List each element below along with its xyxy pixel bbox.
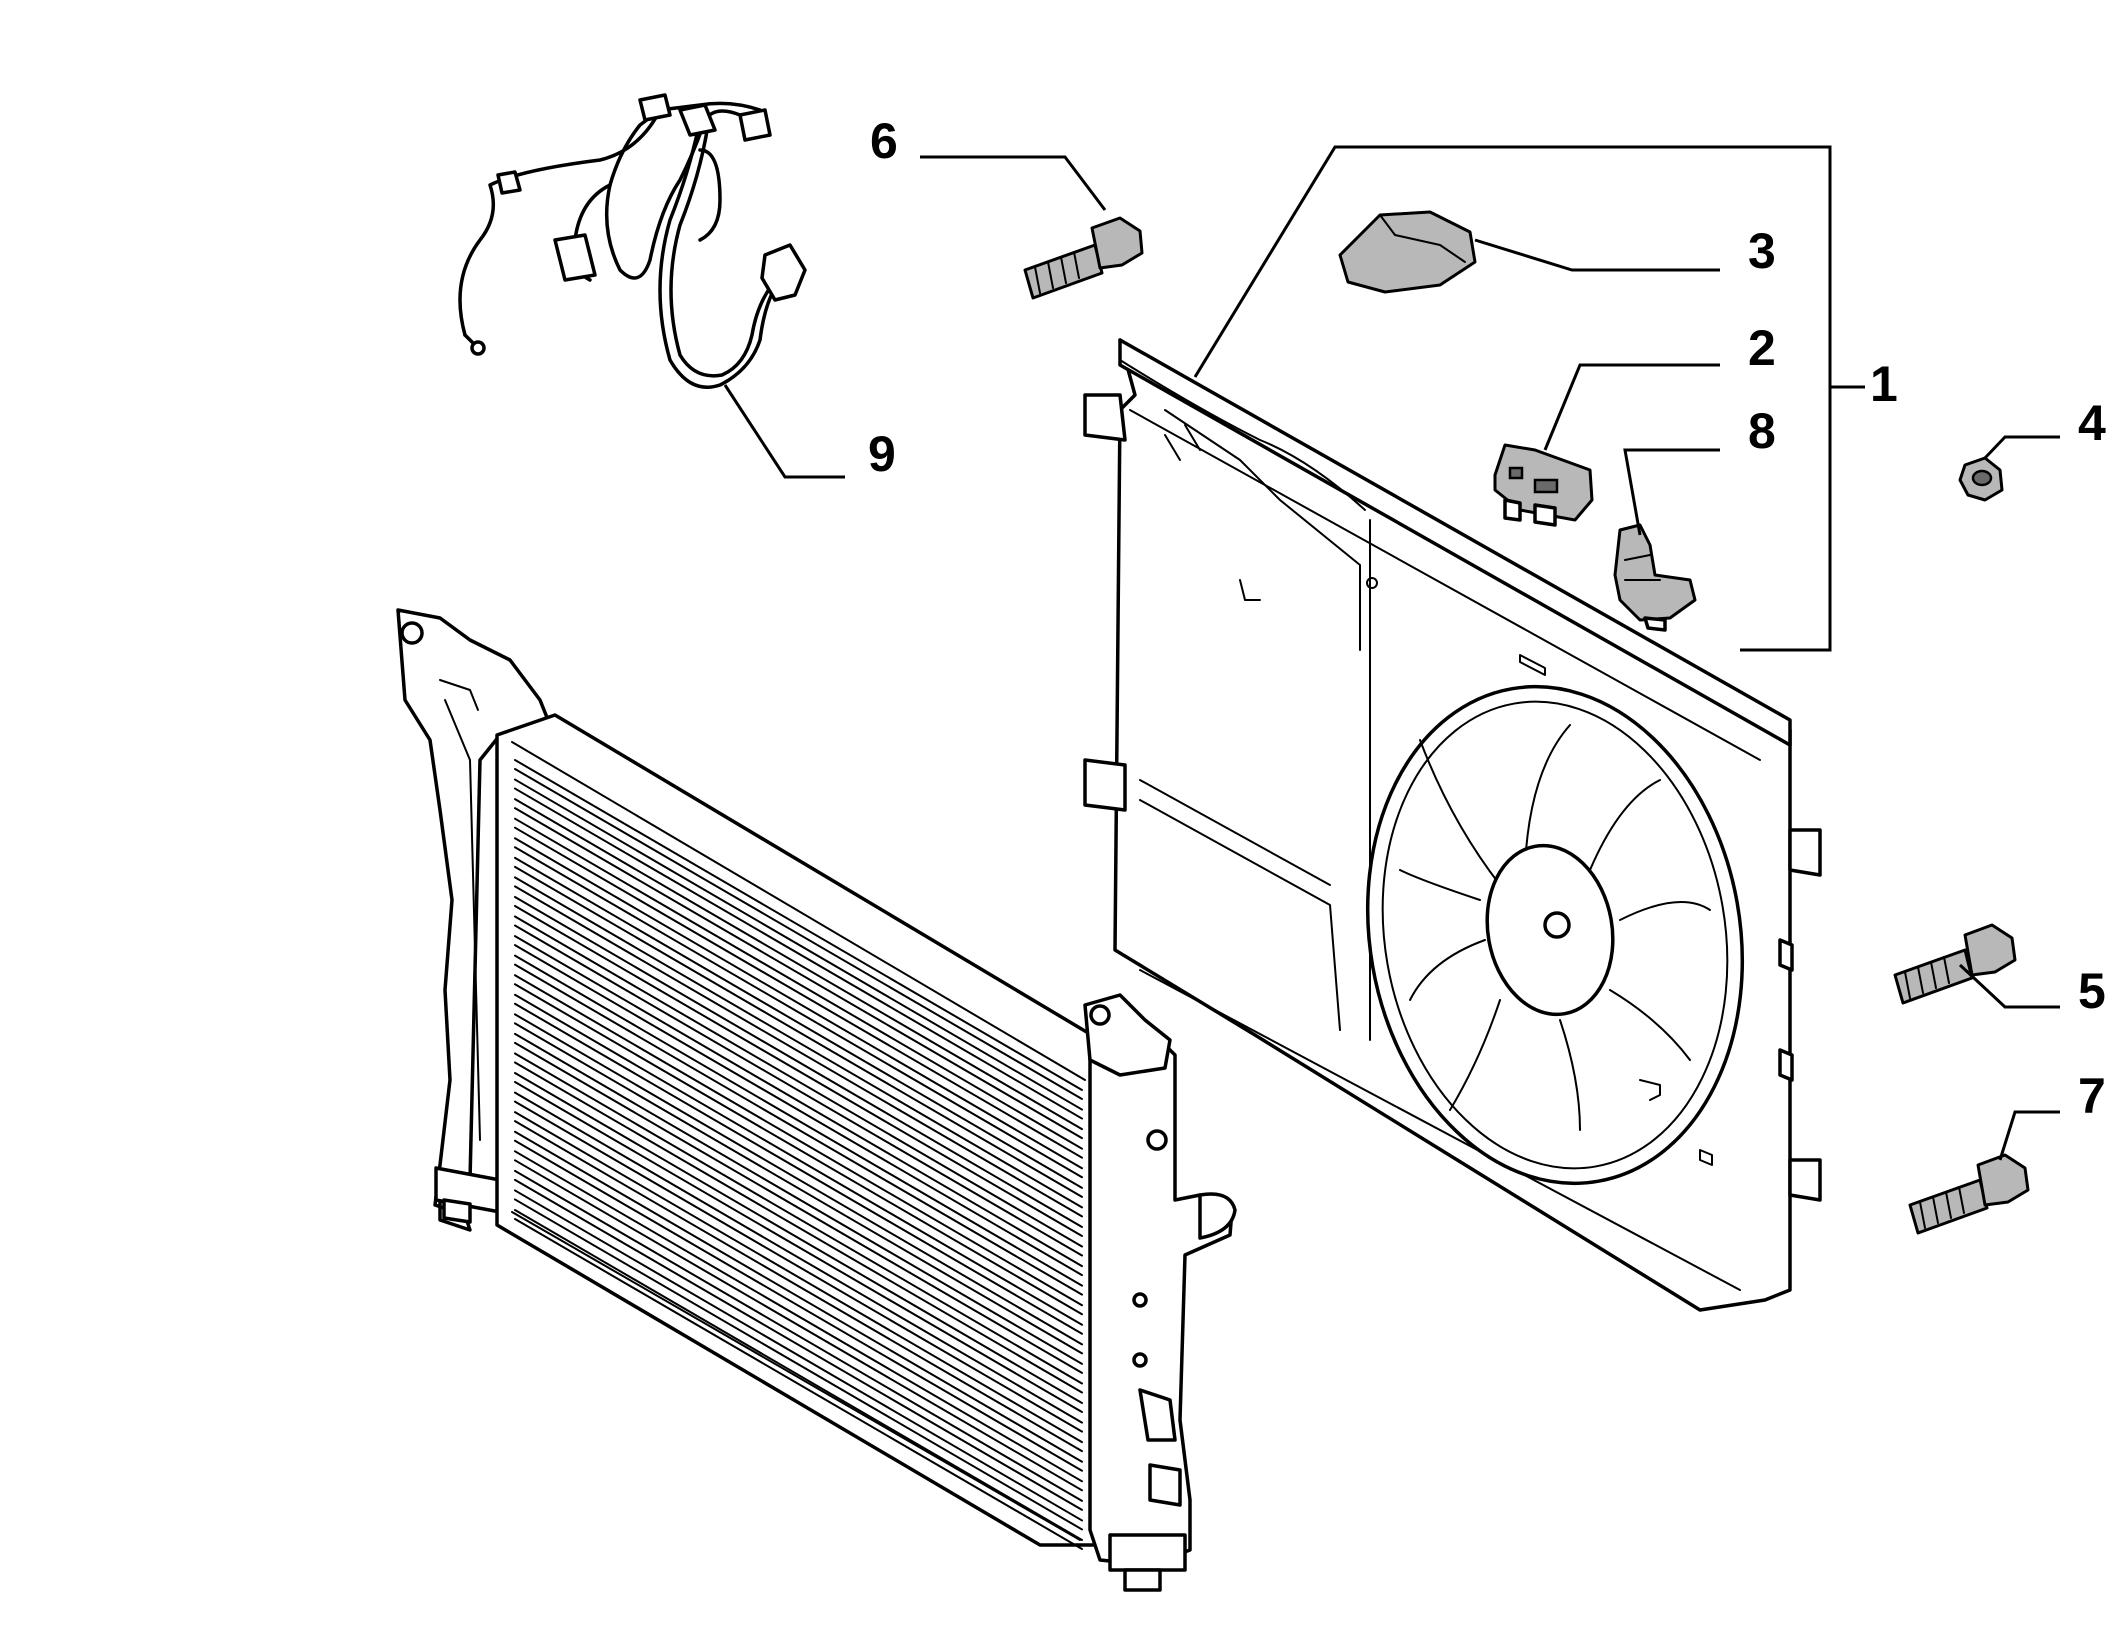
callout-6: 6 bbox=[870, 113, 898, 169]
nut bbox=[1958, 456, 2004, 502]
fan-shroud-assembly bbox=[1083, 338, 1822, 1312]
callout-2: 2 bbox=[1748, 320, 1776, 376]
fin bbox=[514, 1013, 1083, 1355]
fin bbox=[514, 1111, 1083, 1453]
fin bbox=[514, 1130, 1083, 1472]
fin bbox=[514, 837, 1083, 1179]
leader-lines bbox=[723, 145, 2060, 1161]
fin bbox=[514, 1189, 1083, 1531]
fin bbox=[514, 876, 1083, 1218]
callout-4: 4 bbox=[2078, 395, 2106, 451]
fin bbox=[514, 895, 1083, 1237]
radiator-fins bbox=[514, 759, 1083, 1550]
leader-1 bbox=[1193, 145, 1832, 652]
radiator bbox=[396, 608, 1237, 1592]
leader-3 bbox=[1474, 238, 1720, 272]
callout-5: 5 bbox=[2078, 963, 2106, 1019]
fin bbox=[514, 1032, 1083, 1374]
leader-9 bbox=[723, 384, 845, 479]
callout-7: 7 bbox=[2078, 1068, 2106, 1124]
fin bbox=[514, 798, 1083, 1140]
fin bbox=[514, 817, 1083, 1159]
fin bbox=[514, 954, 1083, 1296]
fin bbox=[514, 974, 1083, 1316]
fan-blades bbox=[1399, 724, 1711, 1131]
fin bbox=[514, 915, 1083, 1257]
resistor-module bbox=[1493, 443, 1594, 527]
leader-4 bbox=[1983, 435, 2060, 460]
bolt-6 bbox=[1023, 216, 1144, 300]
leader-5 bbox=[1958, 963, 2060, 1009]
fin bbox=[514, 1052, 1083, 1394]
clip bbox=[1613, 523, 1697, 632]
callout-3: 3 bbox=[1748, 223, 1776, 279]
fin bbox=[514, 1209, 1083, 1550]
callout-8: 8 bbox=[1748, 403, 1776, 459]
fin bbox=[514, 778, 1083, 1120]
bolt-7 bbox=[1908, 1153, 2030, 1235]
wiring-harness bbox=[458, 93, 807, 389]
fin bbox=[514, 1150, 1083, 1492]
fin bbox=[514, 759, 1083, 1100]
callout-labels: 1 2 3 4 5 6 7 8 9 bbox=[868, 113, 2106, 1124]
fin bbox=[514, 1169, 1083, 1511]
fin bbox=[514, 1072, 1083, 1414]
fin bbox=[514, 993, 1083, 1335]
leader-2 bbox=[1543, 363, 1720, 451]
leader-6 bbox=[920, 155, 1107, 211]
fin bbox=[514, 935, 1083, 1277]
fin bbox=[514, 1091, 1083, 1433]
leader-8 bbox=[1623, 448, 1720, 536]
cover-cap bbox=[1338, 210, 1477, 294]
leader-7 bbox=[1998, 1110, 2060, 1161]
bolt-5 bbox=[1893, 923, 2017, 1005]
callout-9: 9 bbox=[868, 426, 896, 482]
callout-1: 1 bbox=[1870, 356, 1898, 412]
fin bbox=[514, 856, 1083, 1198]
